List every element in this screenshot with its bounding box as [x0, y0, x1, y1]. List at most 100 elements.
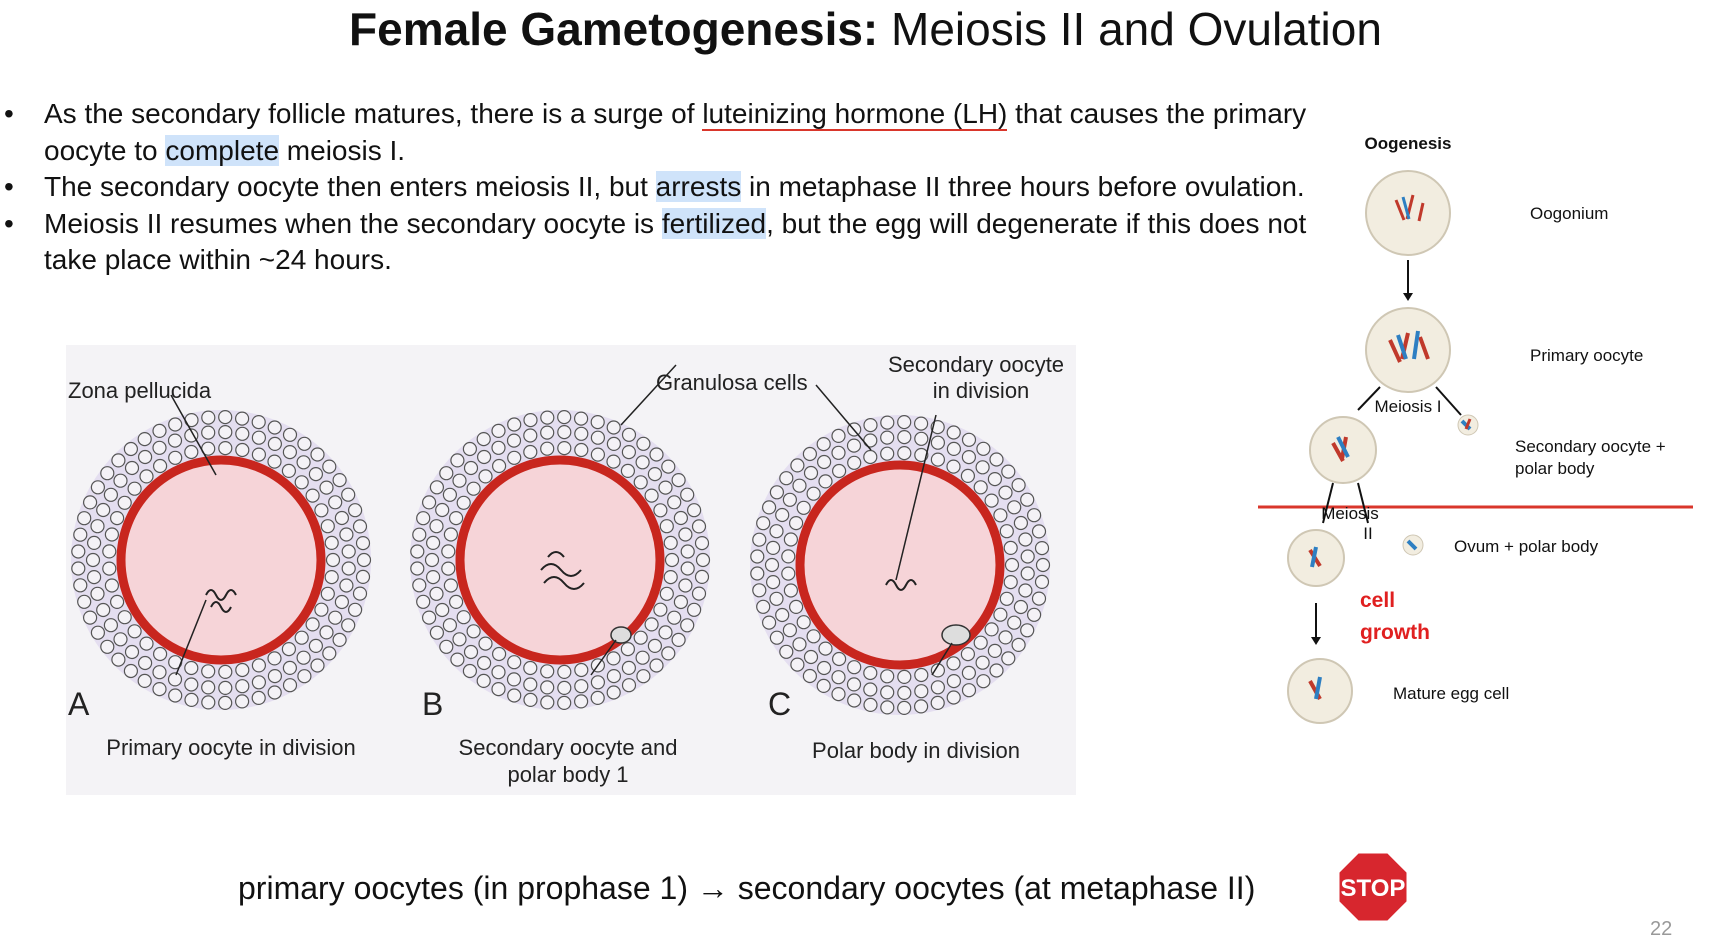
granulosa-cell: [633, 475, 648, 490]
granulosa-cell: [297, 669, 312, 684]
granulosa-cell: [1011, 637, 1026, 652]
granulosa-cell: [201, 695, 216, 710]
granulosa-cell: [989, 452, 1004, 467]
granulosa-cell: [946, 690, 961, 705]
granulosa-cell: [218, 680, 233, 695]
granulosa-cell: [847, 455, 862, 470]
granulosa-cell: [478, 636, 493, 651]
granulosa-cell: [802, 668, 818, 684]
granulosa-cell: [647, 467, 663, 482]
granulosa-cell: [355, 536, 371, 551]
granulosa-cell: [476, 673, 491, 688]
granulosa-cell: [348, 602, 363, 617]
granulosa-cell: [691, 586, 707, 601]
granulosa-cell: [218, 695, 233, 710]
granulosa-cell: [960, 647, 976, 662]
primary-oocyte-cell: [1365, 307, 1451, 393]
follicle-figure: Zona pellucida Granulosa cells Secondary…: [66, 345, 1076, 795]
granulosa-cell: [308, 638, 323, 653]
granulosa-cell: [123, 663, 139, 679]
granulosa-cell: [77, 594, 92, 609]
granulosa-cell: [761, 615, 777, 630]
granulosa-cell: [557, 409, 572, 425]
granulosa-cell: [880, 430, 895, 445]
granulosa-cell: [540, 410, 555, 425]
granulosa-cell: [184, 660, 199, 676]
granulosa-cell: [946, 425, 961, 440]
granulosa-cell: [590, 414, 605, 430]
caption-a: Primary oocyte in division: [106, 735, 355, 760]
granulosa-cell: [348, 503, 363, 518]
granulosa-cell: [152, 440, 167, 455]
granulosa-cell: [478, 469, 493, 484]
granulosa-cell: [788, 599, 804, 614]
granulosa-cell: [620, 642, 636, 657]
granulosa-cell: [752, 583, 767, 598]
figure-labels: Zona pellucida Granulosa cells Secondary…: [68, 352, 1064, 787]
granulosa-cell: [897, 414, 912, 430]
granulosa-cell: [412, 578, 427, 593]
granulosa-cell: [984, 493, 999, 508]
granulosa-cell: [661, 646, 676, 661]
granulosa-cell: [880, 685, 895, 700]
granulosa-cell: [282, 660, 297, 675]
granulosa-cell: [506, 672, 522, 687]
granulosa-cell-group: [71, 409, 372, 710]
granulosa-cell: [339, 527, 354, 542]
granulosa-cell: [294, 630, 309, 645]
granulosa-cell: [449, 511, 464, 526]
granulosa-cell: [914, 431, 929, 446]
granulosa-cell: [573, 411, 589, 426]
arrow-left: [1322, 482, 1334, 524]
granulosa-cell: [847, 660, 862, 675]
granulosa-cell: [946, 441, 962, 457]
granulosa-cell-group: [750, 414, 1051, 715]
bullet-text: , but the egg will degenerate if this do…: [44, 207, 1307, 276]
granulosa-cell: [831, 445, 846, 460]
granulosa-cell: [127, 624, 142, 639]
granulosa-cell: [621, 427, 637, 442]
granulosa-cell: [294, 475, 309, 490]
bullet-list: •As the secondary follicle matures, ther…: [0, 96, 1320, 279]
granulosa-cell: [282, 678, 298, 693]
granulosa-cell: [235, 662, 250, 678]
leader-line: [175, 599, 207, 676]
granulosa-cell: [847, 693, 862, 708]
granulosa-cell: [930, 435, 946, 450]
granulosa-cell: [102, 561, 117, 576]
granulosa-cell: [71, 561, 86, 576]
polar-body-2: [1402, 534, 1424, 556]
polar-body-1: [1457, 414, 1479, 436]
granulosa-cell: [863, 433, 878, 448]
granulosa-cell: [167, 672, 183, 687]
bullet-item: •The secondary oocyte then enters meiosi…: [0, 169, 1320, 206]
granulosa-cell: [412, 527, 427, 542]
granulosa-cell: [109, 511, 125, 526]
granulosa-cell: [647, 638, 663, 653]
granulosa-cell: [90, 480, 105, 495]
granulosa-cell: [507, 688, 522, 703]
granulosa-cell: [897, 685, 912, 700]
title-rest: Meiosis II and Ovulation: [878, 3, 1382, 55]
bullet-item: •As the secondary follicle matures, ther…: [0, 96, 1320, 169]
chromosomes: [885, 579, 917, 591]
granulosa-cell: [218, 440, 233, 456]
granulosa-cell: [466, 481, 481, 496]
granulosa-cell: [621, 444, 637, 460]
granulosa-cell: [456, 495, 471, 510]
granulosa-cell: [1007, 500, 1022, 515]
granulosa-cell: [281, 642, 296, 657]
granulosa-cell: [352, 586, 368, 601]
granulosa-cell: [779, 471, 794, 486]
in-division-label: in division: [933, 378, 1030, 403]
granulosa-cell: [152, 458, 168, 474]
underlined-text: luteinizing hormone (LH): [702, 98, 1008, 131]
granulosa-cell: [984, 622, 999, 637]
granulosa-cell: [507, 450, 522, 465]
bullet-dot: •: [4, 207, 14, 239]
granulosa-cell: [491, 682, 506, 697]
oogenesis-diagram: Oogenesis Oogonium Primary oocyte Meiosi…: [1258, 134, 1693, 724]
granulosa-cell: [137, 655, 153, 671]
oogenesis-title: Oogenesis: [1365, 134, 1452, 153]
oogonium-cell: [1365, 170, 1451, 256]
